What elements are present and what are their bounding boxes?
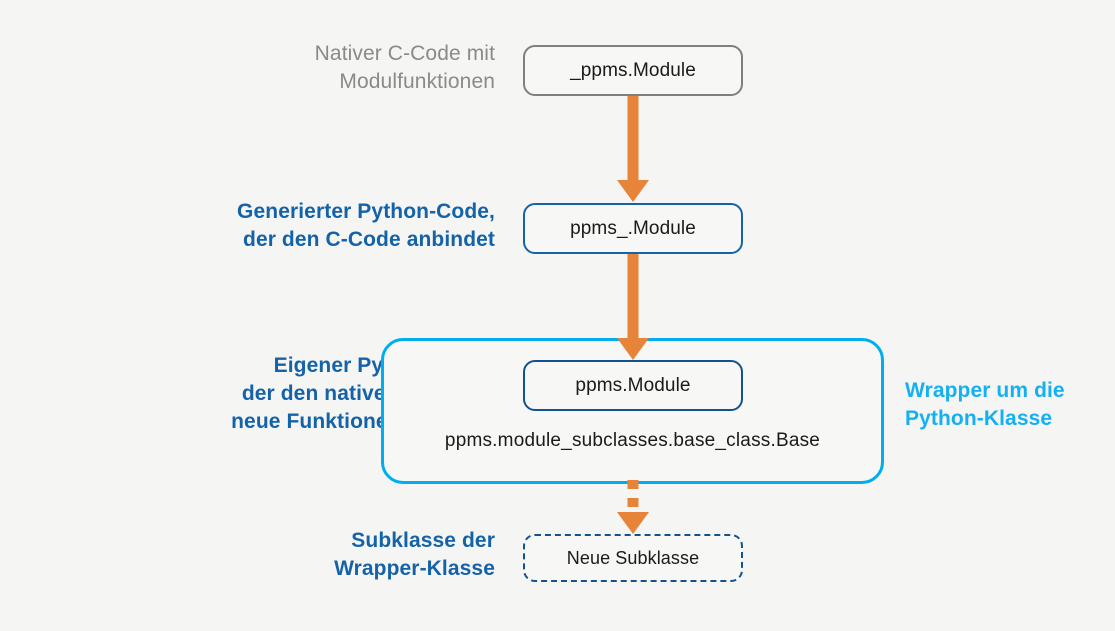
caption-wrapper-around-python-class: Wrapper um die Python-Klasse: [905, 379, 1065, 430]
arrow-c-to-generated: [617, 92, 649, 202]
label-base-class-path: ppms.module_subclasses.base_class.Base: [444, 430, 821, 451]
caption-generated-python-code: Generierter Python-Code, der den C-Code …: [237, 200, 495, 251]
node-generated-module: ppms_.Module: [523, 203, 743, 254]
node-c-module: _ppms.Module: [523, 45, 743, 96]
caption-native-c-code: Nativer C-Code mit Modulfunktionen: [314, 42, 495, 93]
arrow-generated-to-wrapped: [617, 250, 649, 360]
node-new-subclass: Neue Subklasse: [523, 534, 743, 582]
caption-subclass-of-wrapper: Subklasse der Wrapper-Klasse: [334, 529, 495, 580]
node-wrapped-module: ppms.Module: [523, 360, 743, 411]
arrow-wrapper-to-subclass: [617, 480, 649, 534]
